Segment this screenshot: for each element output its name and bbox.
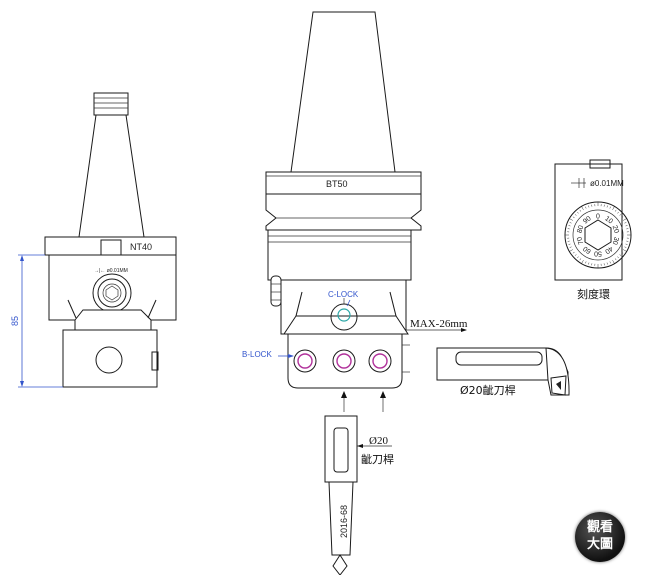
dial-scale-number: 60 <box>582 244 593 254</box>
dial-tick <box>622 218 627 221</box>
insert-arrows <box>341 391 386 412</box>
dial-tick <box>579 258 582 261</box>
dial-tick <box>588 205 590 208</box>
dial-tick <box>625 243 628 245</box>
b-lock-label: B-LOCK <box>242 350 272 359</box>
dial-tick <box>606 262 608 265</box>
boring-bar-horizontal <box>436 347 570 396</box>
dial-tick <box>609 206 611 209</box>
dial-scale-number: 80 <box>576 225 585 235</box>
dial-tick <box>581 259 584 264</box>
dial-tick <box>579 209 582 212</box>
dial-tick <box>574 214 577 216</box>
boring-bar-vertical <box>324 415 392 575</box>
dial-tick <box>625 225 628 227</box>
bar-name-label: 齜刀桿 <box>361 452 394 466</box>
dial-tick <box>624 222 627 224</box>
view-large-line1: 觀看 <box>586 520 613 535</box>
dial-scale-number: 10 <box>603 215 614 225</box>
nt40-label: NT40 <box>130 242 152 252</box>
bt50-holder <box>265 11 467 389</box>
dial-resolution-label: ø0.01MM <box>590 179 624 188</box>
dial-tick <box>624 246 627 248</box>
dial-scale-number: 90 <box>582 215 593 225</box>
dial-tick <box>617 256 619 259</box>
bt50-label: BT50 <box>326 179 348 189</box>
dial-tick <box>621 251 624 254</box>
dial-tick <box>568 243 571 245</box>
dial-tick <box>568 225 571 227</box>
dial-tick <box>569 218 574 221</box>
bar-diameter-label: Ø20 <box>369 435 388 447</box>
dial-tick <box>622 249 627 252</box>
dial-tick <box>614 209 617 212</box>
dial-tick <box>617 211 619 214</box>
nt40-holder <box>18 92 177 388</box>
insert-code-label: 2016-68 <box>339 505 349 538</box>
dial-caption: 刻度環 <box>577 287 610 301</box>
dial-scale-number: 50 <box>594 250 602 257</box>
dial-tick <box>621 216 624 219</box>
graduated-dial <box>554 159 632 281</box>
dial-tick <box>569 249 574 252</box>
dial-tick <box>585 261 587 264</box>
dial-tick <box>581 206 584 211</box>
dial-scale-number: 0 <box>596 214 600 221</box>
dial-tick <box>606 205 608 208</box>
dial-scale-number: 70 <box>576 236 585 246</box>
max-bore-label: MAX-26mm <box>410 318 468 330</box>
c-lock-label: C-LOCK <box>328 290 359 299</box>
dial-tick <box>585 206 587 209</box>
dial-scale-number: 40 <box>603 244 614 254</box>
bar-20-label: Ø20齜刀桿 <box>460 383 516 397</box>
view-large-button[interactable]: 觀看 大圖 <box>575 512 625 562</box>
height-dimension-label: 85 <box>10 316 20 326</box>
dial-tick <box>612 259 615 264</box>
dial-tick <box>577 211 579 214</box>
dial-tick <box>588 262 590 265</box>
dial-tick <box>612 206 615 211</box>
dial-tick <box>609 261 611 264</box>
dial-tick <box>619 214 622 216</box>
dial-tick <box>577 256 579 259</box>
dial-tick <box>574 254 577 256</box>
dial-tick <box>569 222 572 224</box>
dial-tick <box>569 246 572 248</box>
dial-scale-number: 30 <box>611 236 620 246</box>
small-dial-note: →|← ø0.01MM <box>94 268 128 274</box>
dial-tick <box>614 258 617 261</box>
dial-scale-number: 20 <box>611 225 620 235</box>
dial-tick <box>572 251 575 254</box>
dial-tick <box>619 254 622 256</box>
view-large-line2: 大圖 <box>586 537 613 552</box>
dial-tick <box>572 216 575 219</box>
